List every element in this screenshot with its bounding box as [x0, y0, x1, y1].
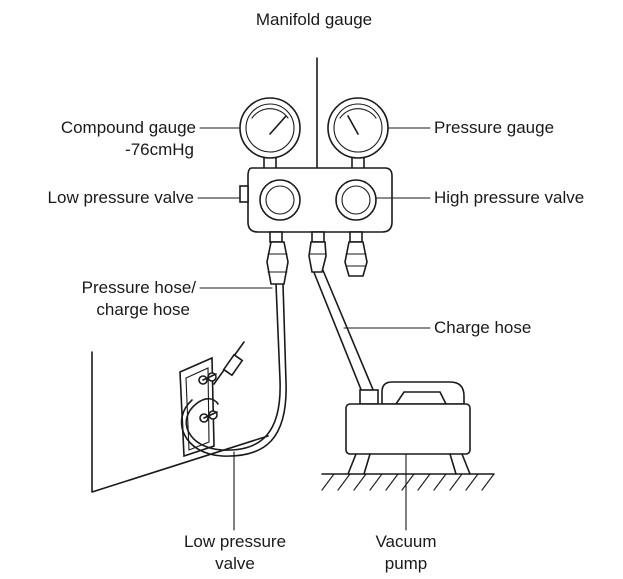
pressure-hose-label-line2: charge hose: [96, 300, 190, 319]
vacuum-pump-label-line1: Vacuum: [375, 532, 437, 551]
hose-couplers: [266, 241, 368, 285]
bottom-low-pressure-label-line2: valve: [215, 554, 255, 573]
pressure-hose: [180, 283, 287, 457]
pressure-hose-label-line1: Pressure hose/: [81, 278, 196, 297]
pressure-gauge-dial: [327, 97, 389, 159]
high-pressure-valve-label: High pressure valve: [434, 188, 585, 207]
pressure-gauge-label: Pressure gauge: [434, 118, 555, 137]
charge-hose-label: Charge hose: [434, 318, 532, 337]
compound-gauge-dial: [239, 97, 301, 159]
charge-hose: [312, 267, 375, 393]
compound-gauge-label: Compound gauge: [60, 118, 196, 137]
compound-gauge-reading: -76cmHg: [125, 140, 194, 159]
bottom-low-pressure-label-line1: Low pressure: [183, 532, 287, 551]
manifold-gauge-label: Manifold gauge: [255, 10, 373, 29]
low-pressure-valve-label: Low pressure valve: [47, 188, 194, 207]
ground-hatching: [321, 473, 495, 491]
vacuum-pump: [345, 381, 471, 475]
leader-lines: [197, 127, 431, 531]
vacuum-pump-label-line2: pump: [384, 554, 428, 573]
